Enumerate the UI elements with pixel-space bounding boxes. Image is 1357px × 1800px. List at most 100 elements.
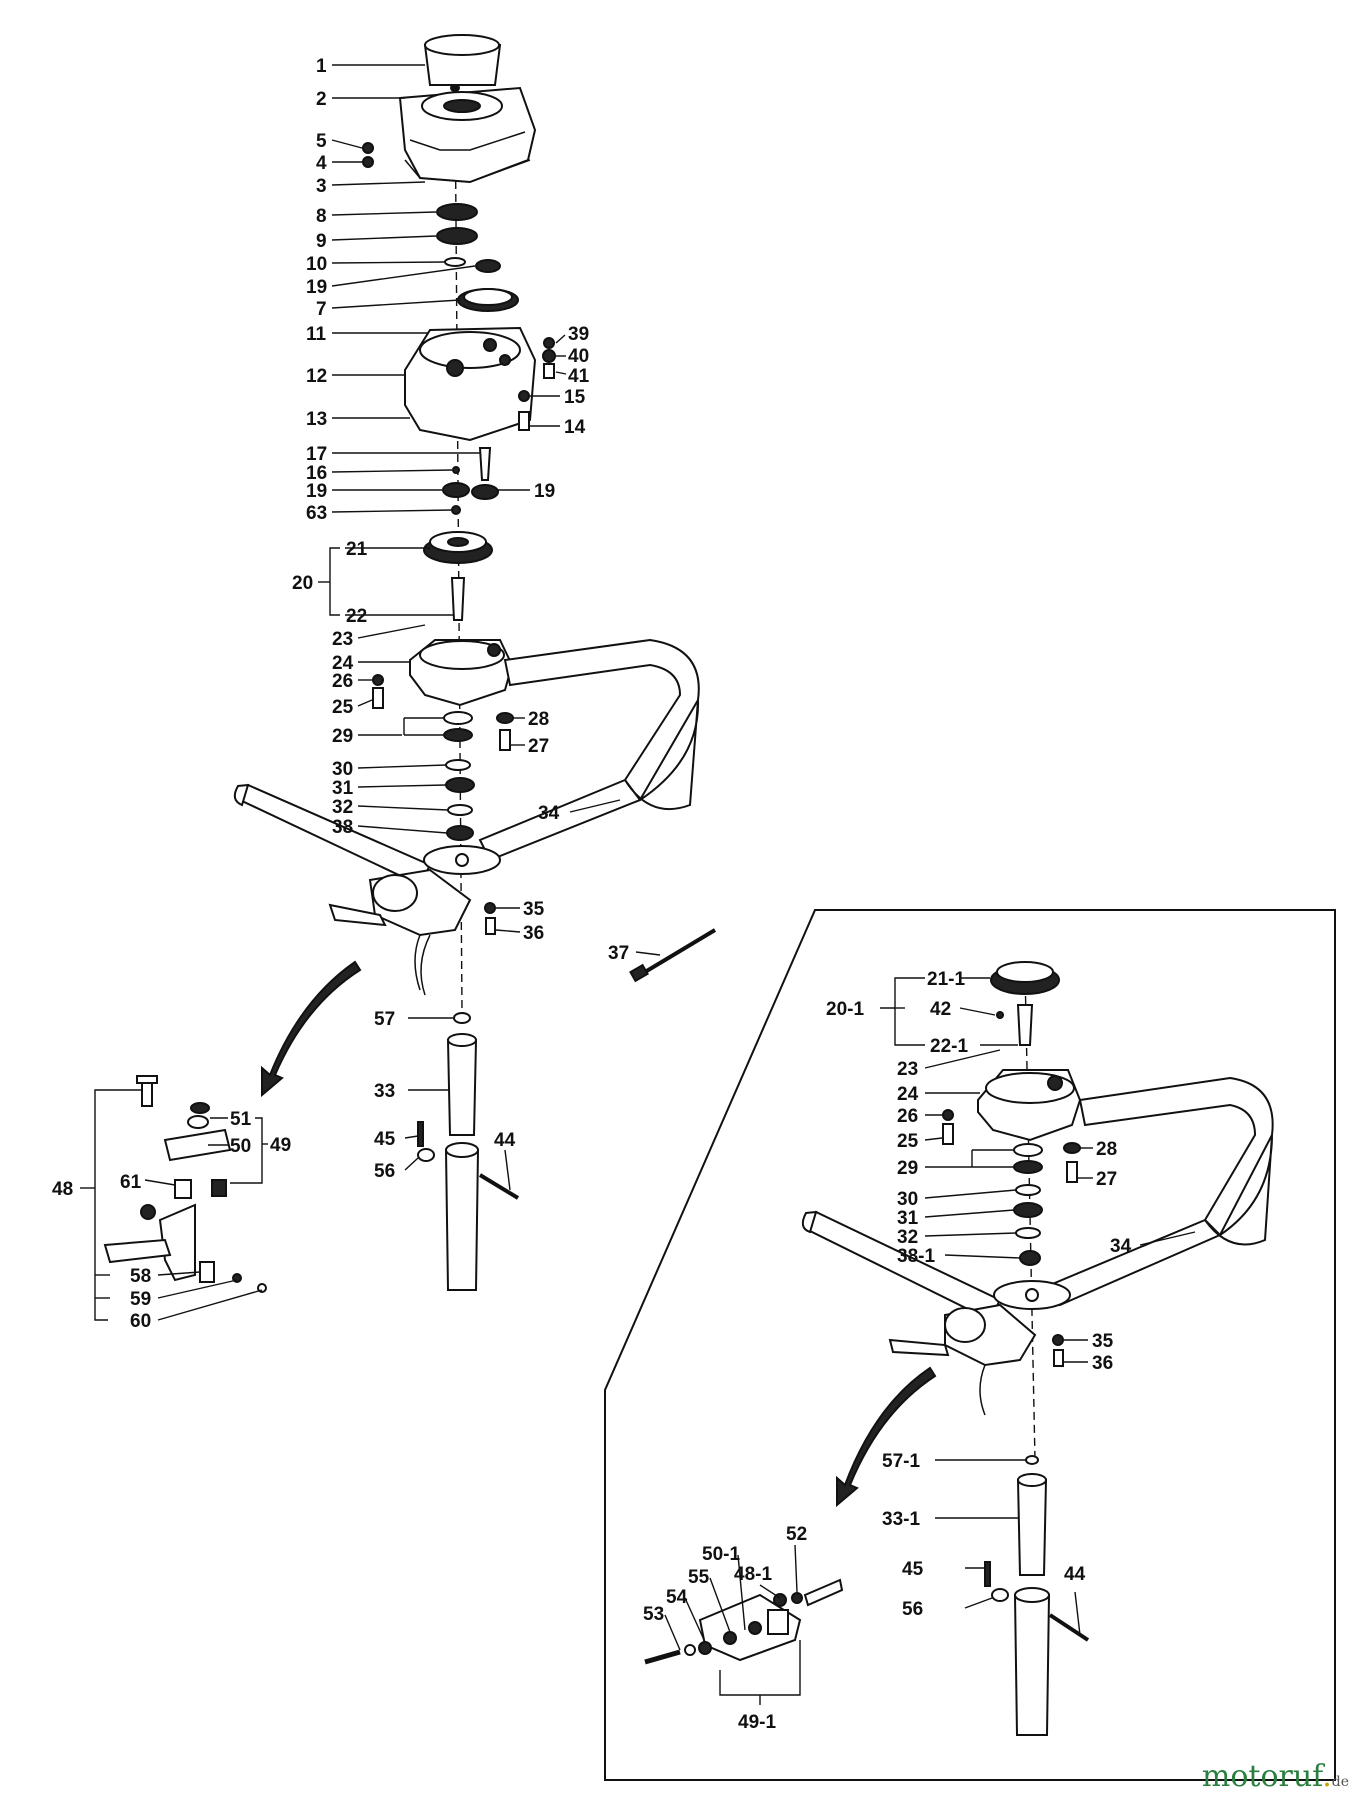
label: 39 — [568, 324, 589, 345]
label: 56 — [374, 1161, 395, 1182]
label: 45 — [374, 1129, 396, 1150]
inset-part-35 — [1052, 1334, 1064, 1346]
inset-part-29-b — [1013, 1160, 1043, 1174]
inset-part-57-1 — [1025, 1455, 1039, 1465]
inset-part-38-1 — [1019, 1250, 1041, 1266]
watermark-logo: motoruf.de — [1202, 1759, 1349, 1794]
watermark-dot: . — [1322, 1759, 1332, 1794]
label: 13 — [306, 409, 327, 430]
label: 57-1 — [882, 1451, 920, 1472]
throttle-grip-assembly — [328, 868, 472, 996]
detail-arrow-inset — [836, 1366, 937, 1508]
labels-detail-inset: 48-1 52 50-1 55 54 53 49-1 — [643, 1524, 807, 1733]
label: 29 — [332, 726, 353, 747]
part-14-bolt — [518, 411, 530, 431]
part-31 — [445, 777, 475, 793]
label: 35 — [1092, 1331, 1114, 1352]
part-21-gear — [423, 531, 493, 564]
labels-detail-main: 48 51 50 49 61 58 59 60 — [52, 1109, 291, 1332]
label: 54 — [666, 1587, 688, 1608]
label: 38-1 — [897, 1246, 935, 1267]
part-4-washer — [362, 156, 374, 168]
part-40 — [542, 349, 556, 363]
part-37-rod — [629, 928, 717, 983]
label: 4 — [316, 153, 327, 174]
label: 29 — [897, 1158, 918, 1179]
lower-shaft — [444, 1142, 480, 1291]
part-30 — [445, 759, 471, 771]
label: 55 — [688, 1567, 710, 1588]
part-24-gear-case-lower — [409, 639, 514, 707]
part-29-washer-a — [443, 711, 473, 725]
label: 24 — [897, 1084, 919, 1105]
part-5-bolt — [362, 142, 374, 154]
leader-lines-inset — [664, 977, 1196, 1705]
detail-arrow-main — [261, 960, 362, 1098]
label: 24 — [332, 653, 354, 674]
watermark-main: motoruf — [1201, 1759, 1323, 1794]
part-25-bolt — [372, 687, 384, 709]
label: 50 — [230, 1136, 251, 1157]
part-8-bearing — [436, 203, 478, 221]
label: 28 — [528, 709, 549, 730]
label: 9 — [316, 231, 327, 252]
inset-part-45-pin — [984, 1561, 991, 1587]
label: 15 — [564, 387, 586, 408]
label: 8 — [316, 206, 327, 227]
part-16 — [452, 466, 460, 474]
part-10-ring — [444, 257, 466, 267]
label: 50-1 — [702, 1544, 740, 1565]
label: 60 — [130, 1311, 151, 1332]
label: 41 — [568, 366, 590, 387]
part-32 — [447, 804, 473, 816]
label: 11 — [306, 324, 327, 345]
label: 26 — [897, 1106, 918, 1127]
labels-inset: 21-1 20-1 42 22-1 23 24 26 28 25 29 27 3… — [826, 969, 1132, 1620]
inset-part-36-bolt — [1053, 1349, 1064, 1367]
part-35 — [484, 902, 496, 914]
part-26 — [372, 674, 384, 686]
part-7-gear — [457, 288, 519, 312]
label: 23 — [897, 1059, 918, 1080]
label: 14 — [564, 417, 586, 438]
inset-part-32 — [1015, 1227, 1041, 1239]
label: 42 — [930, 999, 951, 1020]
inset-detail-lever — [644, 1578, 844, 1665]
label: 10 — [306, 254, 327, 275]
part-36-bolt — [485, 917, 496, 935]
label: 5 — [316, 131, 327, 152]
part-57 — [453, 1012, 471, 1024]
label: 2 — [316, 89, 327, 110]
label: 26 — [332, 671, 353, 692]
inset-throttle-grip — [888, 1303, 1037, 1416]
label: 49 — [270, 1135, 291, 1156]
label: 25 — [897, 1131, 919, 1152]
label: 19 — [306, 481, 327, 502]
label: 31 — [332, 778, 354, 799]
inset-part-33-1-tube — [1016, 1473, 1048, 1576]
label: 16 — [306, 463, 327, 484]
label: 56 — [902, 1599, 923, 1620]
label: 23 — [332, 629, 353, 650]
label: 49-1 — [738, 1712, 776, 1733]
part-12-gear-case-middle — [404, 326, 537, 442]
label: 32 — [332, 797, 353, 818]
label: 58 — [130, 1266, 151, 1287]
part-15 — [518, 390, 530, 402]
label: 27 — [528, 736, 549, 757]
label: 1 — [316, 56, 327, 77]
part-38 — [446, 825, 474, 841]
part-27-bolt — [499, 729, 511, 751]
inset-part-25-bolt — [942, 1123, 954, 1145]
part-41 — [543, 363, 555, 379]
label: 20-1 — [826, 999, 864, 1020]
part-17-pin — [478, 447, 492, 481]
part-29-washer-b — [443, 728, 473, 742]
label: 40 — [568, 346, 589, 367]
label: 52 — [786, 1524, 807, 1545]
label: 36 — [1092, 1353, 1113, 1374]
inset-part-34-handlebar — [801, 1076, 1274, 1322]
label: 25 — [332, 697, 354, 718]
label: 48 — [52, 1179, 73, 1200]
